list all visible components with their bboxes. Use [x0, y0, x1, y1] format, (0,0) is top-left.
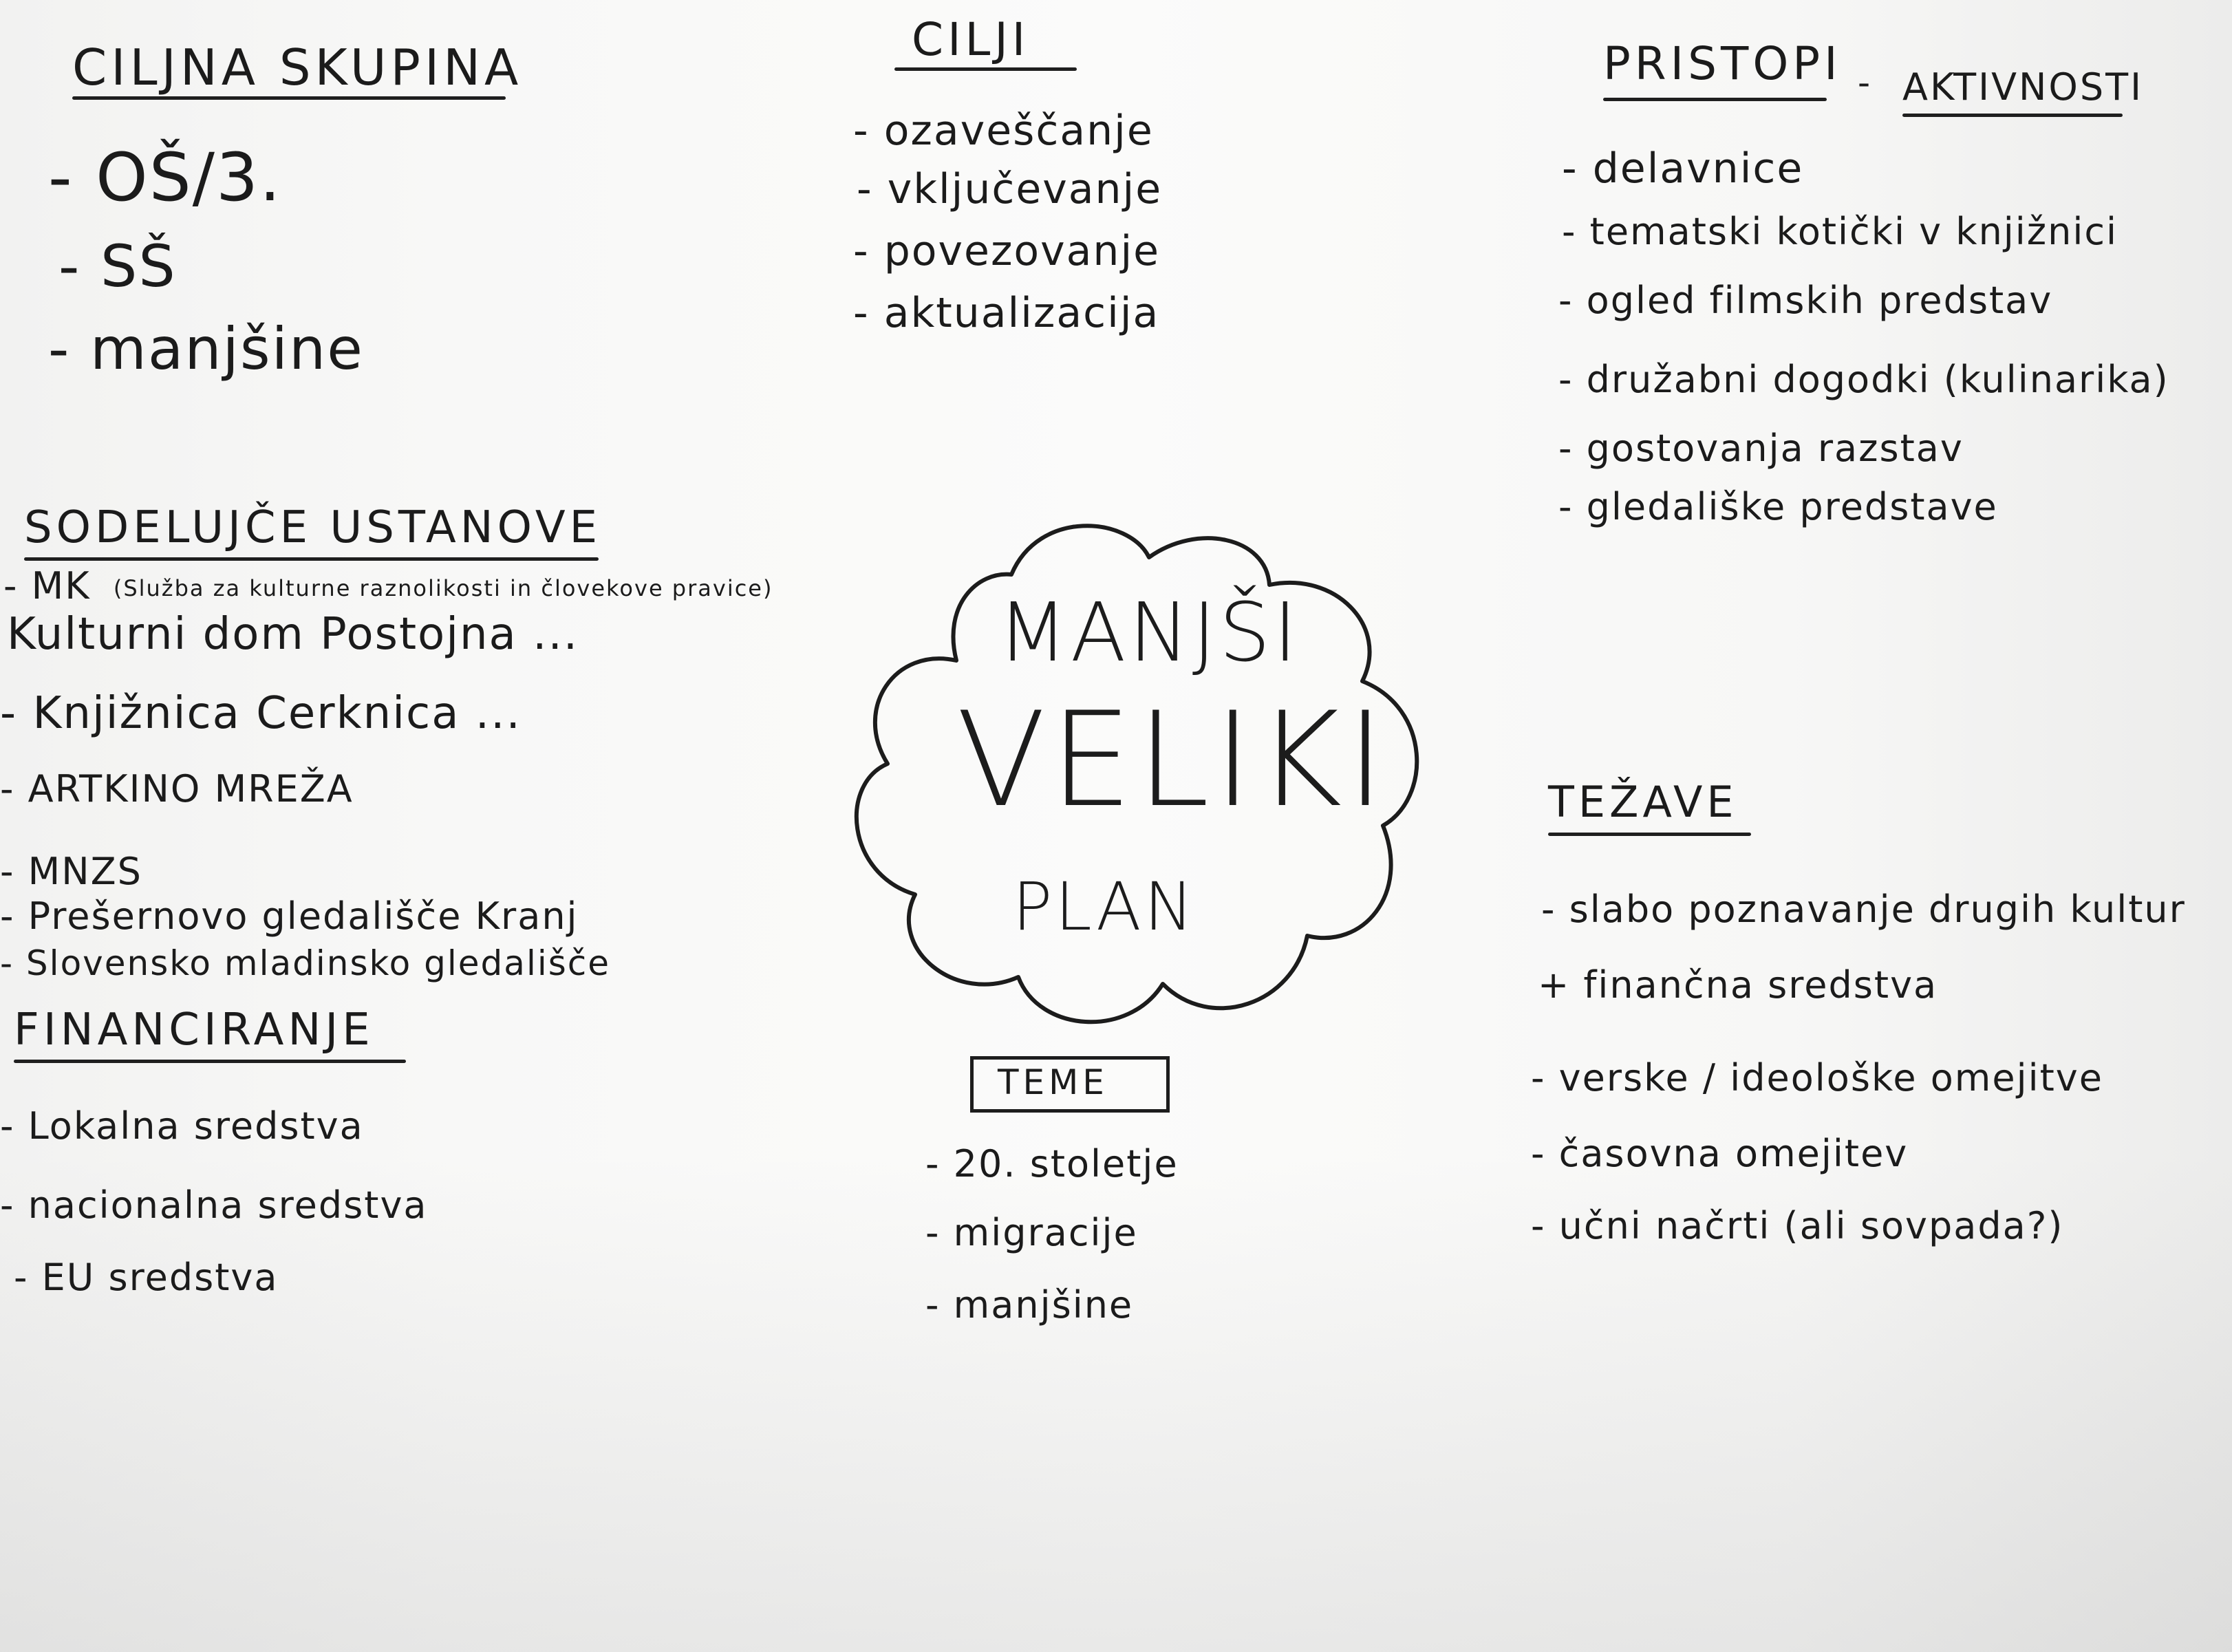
ustanova-item-1-note: (Služba za kulturne raznolikosti in člov…: [113, 575, 773, 602]
financiranje-title: FINANCIRANJE: [14, 1005, 374, 1055]
pristopi-item-2: - tematski kotički v knjižnici: [1562, 210, 2118, 253]
financiranje-underline: [14, 1060, 406, 1063]
cloud-shape: [854, 524, 1419, 1025]
cilji-underline: [894, 67, 1077, 71]
aktivnosti-title: AKTIVNOSTI: [1902, 65, 2144, 109]
center-line-3: PLAN: [1012, 868, 1197, 945]
tezave-item-1: - slabo poznavanje drugih kultur: [1541, 888, 2186, 931]
tezave-item-5: - učni načrti (ali sovpada?): [1531, 1204, 2064, 1247]
ustanova-item-1: - MK (Služba za kulturne raznolikosti in…: [3, 568, 773, 605]
ciljna-skupina-item-1: - OŠ/3.: [48, 139, 282, 216]
cilji-title: CILJI: [912, 13, 1030, 66]
ustanova-item-3: - Knjižnica Cerknica ...: [0, 688, 522, 739]
teme-box: [970, 1056, 1170, 1113]
aktivnosti-underline: [1902, 114, 2123, 117]
pristopi-item-3: - ogled filmskih predstav: [1558, 279, 2053, 322]
ustanova-item-2: Kulturni dom Postojna ...: [7, 609, 579, 660]
pristopi-item-4: - družabni dogodki (kulinarika): [1558, 358, 2169, 401]
center-line-1: MANJŠI: [998, 585, 1300, 680]
tezave-item-2: + finančna sredstva: [1538, 963, 1938, 1007]
teme-item-2: - migracije: [925, 1211, 1138, 1254]
tezave-item-4: - časovna omejitev: [1531, 1132, 1909, 1175]
tezave-underline: [1548, 833, 1751, 836]
pristopi-item-6: - gledališke predstave: [1558, 485, 1998, 528]
cilji-item-2: - vključevanje: [857, 165, 1163, 213]
cilji-item-1: - ozaveščanje: [853, 107, 1154, 155]
ustanova-item-7: - Slovensko mladinsko gledališče: [0, 943, 611, 983]
pristopi-separator: -: [1858, 63, 1875, 103]
tezave-title: TEŽAVE: [1548, 777, 1738, 827]
financiranje-item-1: - Lokalna sredstva: [0, 1104, 364, 1148]
ustanova-item-6: - Prešernovo gledališče Kranj: [0, 894, 579, 938]
cilji-item-3: - povezovanje: [853, 227, 1161, 275]
ustanova-item-5: - MNZS: [0, 850, 142, 893]
pristopi-title: PRISTOPI: [1603, 37, 1842, 90]
pristopi-item-1: - delavnice: [1562, 144, 1804, 193]
ciljna-skupina-title: CILJNA SKUPINA: [72, 39, 523, 96]
ustanova-item-1-main: - MK: [3, 564, 91, 608]
tezave-item-3: - verske / ideološke omejitve: [1531, 1056, 2103, 1099]
cilji-item-4: - aktualizacija: [853, 289, 1160, 337]
teme-item-3: - manjšine: [925, 1283, 1134, 1327]
pristopi-item-5: - gostovanja razstav: [1558, 427, 1964, 470]
ustanova-item-4: - ARTKINO MREŽA: [0, 767, 354, 811]
financiranje-item-3: - EU sredstva: [14, 1256, 279, 1299]
pristopi-underline: [1603, 98, 1827, 101]
financiranje-item-2: - nacionalna sredstva: [0, 1183, 428, 1227]
ciljna-skupina-item-3: - manjšine: [48, 315, 364, 383]
teme-item-1: - 20. stoletje: [925, 1142, 1179, 1186]
sodelujoce-ustanove-title: SODELUJČE USTANOVE: [24, 502, 602, 553]
ciljna-skupina-underline: [72, 96, 506, 100]
sodelujoce-ustanove-underline: [24, 557, 599, 561]
center-line-2: VELIKI: [956, 684, 1389, 836]
ciljna-skupina-item-2: - SŠ: [58, 233, 177, 300]
teme-title: TEME: [998, 1062, 1108, 1102]
